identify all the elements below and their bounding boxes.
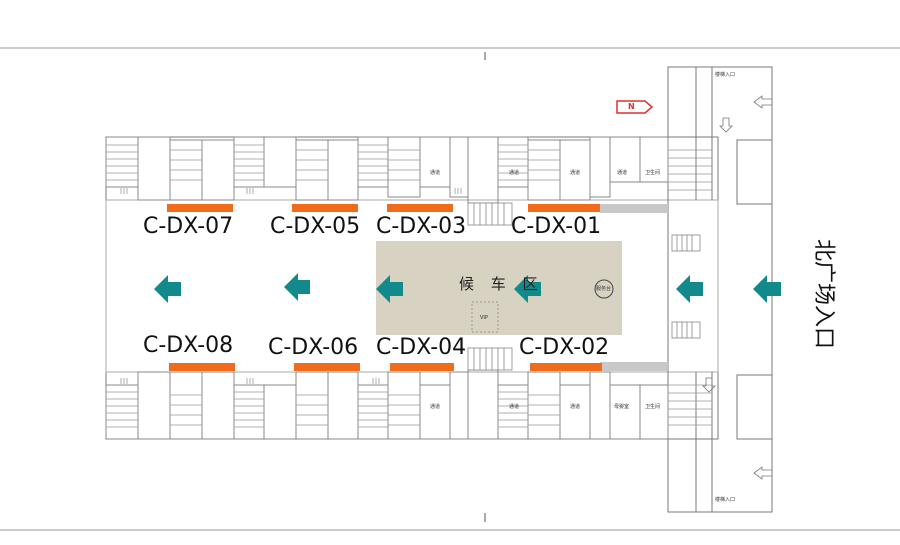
ad-slot-bar-06 xyxy=(294,363,360,371)
room-label-passage: 通道 xyxy=(617,170,628,176)
room-label-passage: 通道 xyxy=(509,404,520,410)
grey-bar-top xyxy=(600,204,668,213)
ad-slot-bars xyxy=(167,204,602,371)
vip-room xyxy=(471,301,499,333)
stairs-label: 楼梯入口 xyxy=(715,497,736,503)
ad-slot-bar-01 xyxy=(528,204,600,212)
ad-slot-bar-07 xyxy=(167,204,233,212)
ad-slot-label-08: C-DX-08 xyxy=(143,333,234,358)
north-square-entrance-label: 北广场入口 xyxy=(811,239,836,350)
service-desk-label: 服务台 xyxy=(596,286,612,292)
outline-arrow-icon xyxy=(719,117,733,133)
flow-arrow-icon xyxy=(676,275,703,303)
ad-slot-label-05: C-DX-05 xyxy=(270,214,361,239)
vip-label: VIP xyxy=(480,315,488,321)
ad-slot-bar-03 xyxy=(387,204,453,212)
waiting-area xyxy=(376,241,622,335)
flow-arrow-icon xyxy=(514,275,541,303)
ad-slot-label-04: C-DX-04 xyxy=(376,335,467,360)
ad-slot-label-01: C-DX-01 xyxy=(511,214,602,239)
room-label-passage: 通道 xyxy=(509,170,520,176)
room-label-passage: 通道 xyxy=(430,170,441,176)
room-label-passage: 通道 xyxy=(430,404,441,410)
ad-slot-bar-04 xyxy=(390,363,454,371)
ad-slot-label-06: C-DX-06 xyxy=(268,335,359,360)
room-label-restroom: 卫生间 xyxy=(645,404,661,410)
room-label-mother: 母婴室 xyxy=(614,404,630,410)
outline-arrow-icon xyxy=(753,466,773,480)
ad-slot-label-03: C-DX-03 xyxy=(376,214,467,239)
room-label-passage: 通道 xyxy=(570,404,581,410)
flow-arrow-icon xyxy=(753,275,781,303)
flow-arrows xyxy=(154,273,781,303)
flow-arrow-icon xyxy=(284,273,310,301)
ad-slot-bar-08 xyxy=(169,363,235,371)
stair-hatching xyxy=(106,144,712,428)
crossing-bridges xyxy=(467,202,701,371)
flow-arrow-icon xyxy=(376,275,403,303)
room-label-passage: 通道 xyxy=(570,170,581,176)
ad-slot-label-02: C-DX-02 xyxy=(519,335,610,360)
grey-bar-bottom xyxy=(600,362,668,371)
outline-arrow-icon xyxy=(702,377,716,393)
ad-slot-label-07: C-DX-07 xyxy=(143,214,234,239)
stairs-label: 楼梯入口 xyxy=(715,72,736,78)
entrance-arrows xyxy=(702,95,773,480)
room-label-restroom: 卫生间 xyxy=(645,170,661,176)
waiting-area-label: 候 车 区 xyxy=(459,275,544,293)
ad-slot-bar-05 xyxy=(292,204,358,212)
service-desk-marker xyxy=(594,279,614,299)
north-marker-label: N xyxy=(628,102,635,111)
outline-arrow-icon xyxy=(753,95,773,109)
ad-slot-bar-02 xyxy=(530,363,602,371)
flow-arrow-icon xyxy=(154,275,181,303)
north-arrow-icon xyxy=(616,100,654,114)
